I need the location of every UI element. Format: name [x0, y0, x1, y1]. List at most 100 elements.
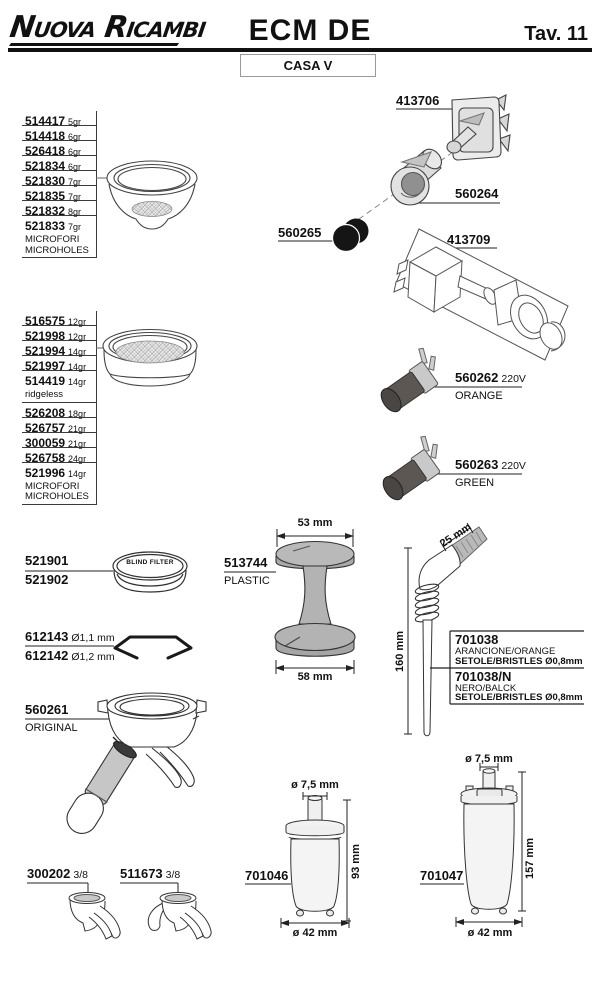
label-701038-color: ARANCIONE/ORANGE [455, 646, 556, 657]
part-size: 6gr [68, 132, 82, 142]
part-size: 7gr [68, 177, 82, 187]
part-size: 21gr [68, 438, 87, 449]
water-filter-93-drawing [285, 795, 345, 917]
part-size: 14gr [68, 468, 87, 479]
dim-42mm-small: ø 42 mm [292, 927, 338, 939]
label-orange: ORANGE [455, 390, 503, 402]
part-size: 7gr [68, 222, 82, 232]
leader-lines [96, 177, 113, 349]
brush-label-block-lines [430, 630, 584, 705]
part-size: 8gr [68, 207, 82, 217]
dim-58mm: 58 mm [297, 671, 333, 683]
blind-filter-text: BLIND FILTER [126, 559, 174, 566]
part-code: 526418 [25, 144, 66, 158]
part-note: MICROFORI [25, 480, 80, 492]
label-701038n: 701038/N [455, 669, 512, 684]
tamper-dimension-lines [275, 529, 355, 674]
part-code: 521996 [25, 465, 66, 480]
label-521902: 521902 [25, 572, 69, 587]
table-number: Tav. 11 [524, 23, 588, 45]
part-code: 521833 [25, 219, 66, 233]
label-original: ORIGINAL [25, 722, 78, 734]
label-green: GREEN [455, 477, 495, 489]
filter-basket-small-drawing [106, 160, 198, 230]
part-code: 521835 [25, 189, 66, 203]
part-note: MICROHOLES [25, 244, 89, 256]
part-size: 6gr [68, 147, 82, 157]
part-code: 514417 [25, 114, 66, 128]
part-size: 21gr [68, 423, 87, 434]
part-code: 521830 [25, 174, 66, 188]
clip-spring-drawing [113, 635, 193, 660]
cleaning-brush-drawing [414, 526, 488, 737]
part-code: 526758 [25, 450, 66, 465]
part-code: 526208 [25, 405, 66, 420]
part-code: 526757 [25, 420, 66, 435]
label-513744: 513744 [224, 555, 268, 570]
water-filter-157-drawing [460, 768, 518, 915]
part-code: 516575 [25, 314, 66, 328]
part-code: 560262 [455, 370, 499, 385]
filter-basket-large-drawing [102, 328, 198, 387]
tamper-drawing [274, 540, 356, 657]
dim-7-5mm-large: ø 7,5 mm [465, 753, 513, 765]
part-code: 612143 [25, 629, 69, 644]
label-plastic: PLASTIC [224, 575, 270, 587]
label-521901: 521901 [25, 553, 69, 568]
label-701038n-bristles: SETOLE/BRISTLES Ø0,8mm [455, 692, 583, 703]
portafilter-drawing [66, 692, 207, 834]
dim-157mm: 157 mm [524, 838, 536, 879]
part-code: 300059 [25, 435, 66, 450]
label-413706: 413706 [396, 93, 440, 108]
dim-42mm-large: ø 42 mm [467, 927, 513, 939]
part-size: 7gr [68, 192, 82, 202]
part-note: ridgeless [25, 389, 64, 400]
cap-drawing [331, 218, 369, 253]
water-filter-157-dimension-lines [455, 763, 526, 927]
blind-filter-drawing [112, 551, 188, 593]
part-code: 511673 [120, 866, 163, 881]
indicator-lamp-orange-drawing [380, 347, 439, 413]
dim-53mm: 53 mm [297, 517, 333, 529]
part-diameter: Ø1,1 mm [71, 632, 115, 644]
part-code: 521994 [25, 344, 66, 358]
part-code: 514418 [25, 129, 66, 143]
label-560265: 560265 [278, 225, 322, 240]
part-diameter: Ø1,2 mm [71, 651, 115, 663]
label-701038n-color: NERO/BALCK [455, 683, 517, 694]
label-701047: 701047 [420, 868, 464, 883]
part-size: 24gr [68, 453, 87, 464]
toggle-switch-drawing [446, 94, 511, 161]
part-note: MICROHOLES [25, 491, 89, 502]
part-voltage: 220V [501, 373, 526, 385]
part-code: 514419 [25, 374, 66, 388]
label-560261: 560261 [25, 702, 69, 717]
part-size: 14gr [68, 362, 87, 372]
label-560264: 560264 [455, 186, 499, 201]
part-size: 6gr [68, 162, 82, 172]
part-size: 18gr [68, 408, 87, 419]
label-701038: 701038 [455, 632, 499, 647]
part-note: MICROFORI [25, 234, 80, 245]
part-size: 12gr [68, 317, 87, 327]
label-701038-bristles: SETOLE/BRISTLES Ø0,8mm [455, 656, 583, 667]
part-code: 300202 [27, 866, 71, 881]
